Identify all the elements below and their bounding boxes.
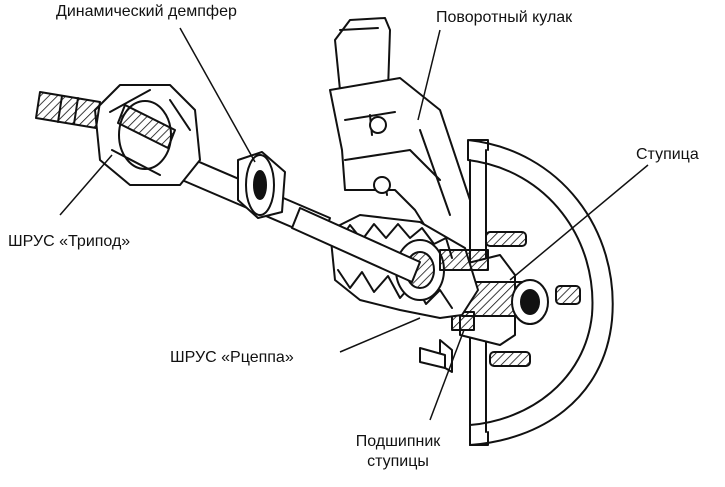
inner-stub-shaft (35, 91, 101, 129)
label-hub: Ступица (636, 146, 699, 163)
hub-bearing (419, 311, 475, 373)
leader-bearing (429, 329, 465, 421)
label-hub-bearing: Подшипник ступицы (338, 432, 458, 472)
label-tripod-cv-joint: ШРУС «Трипод» (8, 233, 131, 250)
steering-knuckle (329, 17, 471, 251)
leader-tripod (59, 154, 113, 216)
label-dynamic-damper: Динамический демпфер (56, 3, 237, 20)
dynamic-damper (237, 151, 286, 219)
label-steering-knuckle: Поворотный кулак (436, 9, 573, 26)
leader-damper (179, 27, 256, 163)
label-hub-bearing-line1: Подшипник (355, 433, 441, 450)
label-rzeppa-cv-joint: ШРУС «Рцеппа» (170, 349, 294, 366)
leader-knuckle (417, 29, 441, 121)
leader-hub (509, 164, 649, 281)
tripod-cv-joint (94, 84, 201, 186)
wheel-studs (485, 231, 581, 367)
label-hub-bearing-line2: ступицы (367, 453, 429, 470)
leader-rzeppa (339, 317, 421, 353)
